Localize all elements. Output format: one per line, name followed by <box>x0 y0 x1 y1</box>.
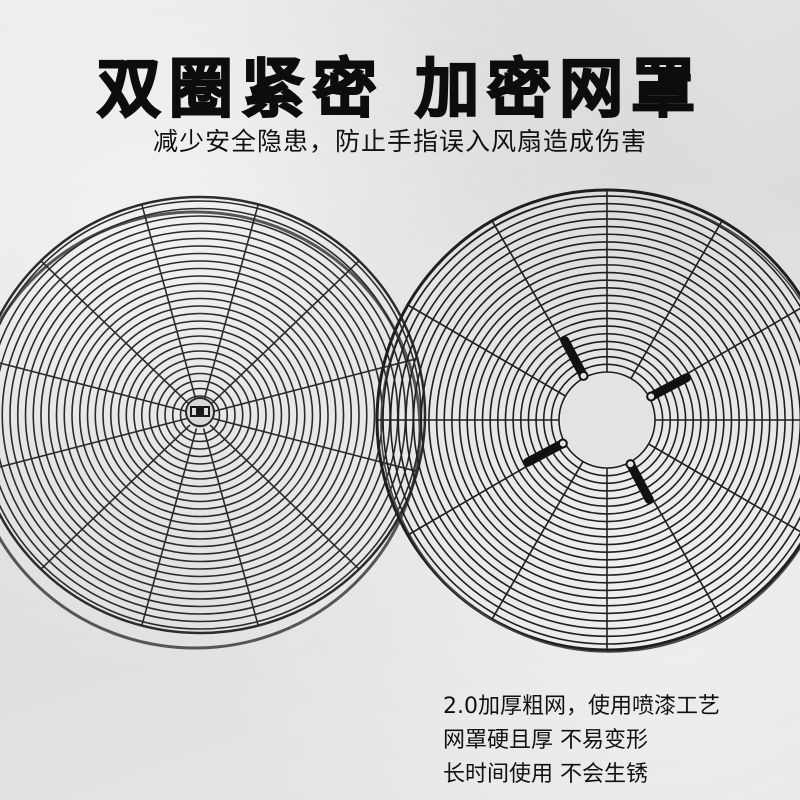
back-grille-image <box>375 188 800 653</box>
feature-list: 2.0加厚粗网，使用喷漆工艺 网罩硬且厚 不易变形 长时间使用 不会生锈 <box>443 690 720 792</box>
subheadline: 减少安全隐患，防止手指误入风扇造成伤害 <box>152 127 647 156</box>
feature-item: 2.0加厚粗网，使用喷漆工艺 <box>443 694 720 719</box>
feature-item: 网罩硬且厚 不易变形 <box>443 728 648 753</box>
front-grille-image <box>0 195 427 650</box>
headline: 双圈紧密 加密网罩 <box>96 53 704 127</box>
feature-item: 长时间使用 不会生锈 <box>443 762 648 787</box>
